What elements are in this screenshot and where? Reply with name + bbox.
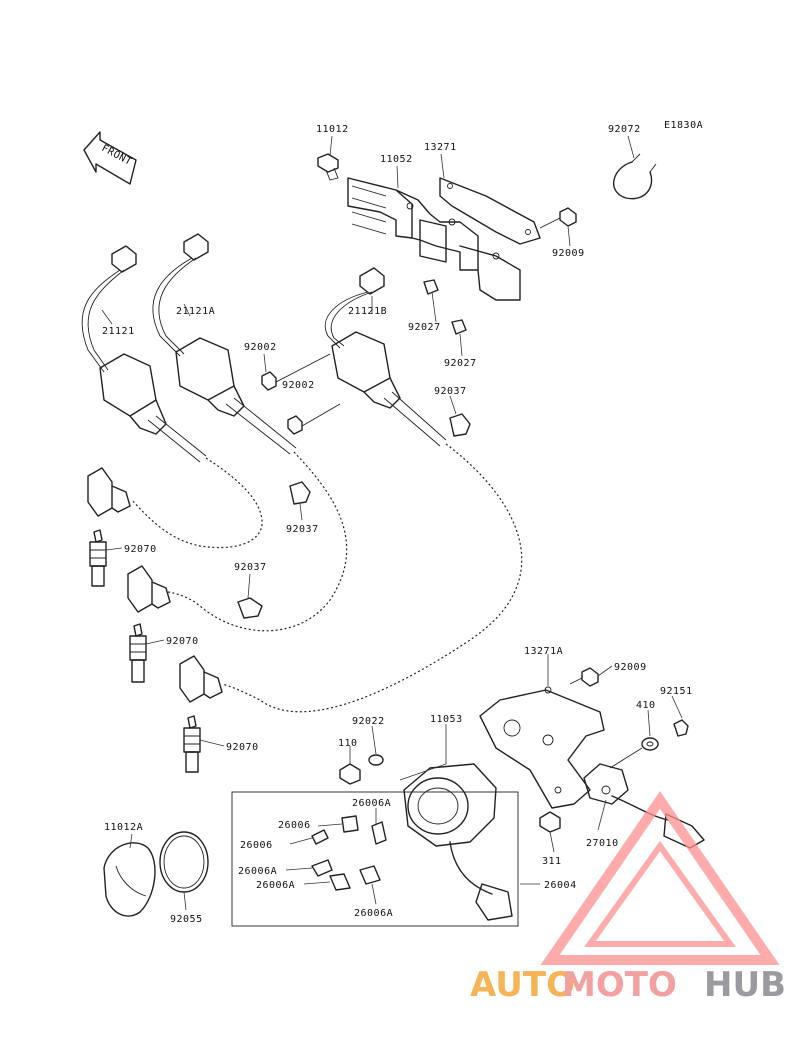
parts-box-26004	[231, 791, 519, 927]
front-label: FRONT	[100, 143, 134, 168]
label-92037-2: 92037	[286, 524, 319, 535]
label-92027-1: 92027	[408, 322, 441, 333]
label-27010: 27010	[586, 838, 619, 849]
label-13271: 13271	[424, 142, 457, 153]
label-92002-1: 92002	[244, 342, 277, 353]
label-110: 110	[338, 738, 358, 749]
bolt-92009	[539, 207, 577, 229]
collars-92027	[423, 279, 467, 335]
plug-leads	[131, 443, 523, 713]
label-11012: 11012	[316, 124, 349, 135]
bracket-11052	[347, 177, 521, 301]
cover-11012A	[103, 842, 156, 917]
bracket-13271A	[479, 686, 605, 809]
bolt-110	[339, 763, 361, 785]
clip-92072	[612, 153, 657, 200]
label-26006-2: 26006	[240, 840, 273, 851]
label-26004: 26004	[544, 880, 577, 891]
label-92037-1: 92037	[434, 386, 467, 397]
front-arrow-icon: FRONT	[83, 131, 137, 185]
spark-plug-92070-3	[183, 715, 201, 773]
label-26006A-2: 26006A	[238, 866, 277, 877]
label-21121: 21121	[102, 326, 135, 337]
label-26006A-3: 26006A	[256, 880, 295, 891]
label-26006A-1: 26006A	[352, 798, 391, 809]
label-21121B: 21121B	[348, 306, 387, 317]
plug-cap-2	[127, 565, 171, 613]
watermark-text-auto: AUTO	[470, 965, 575, 1005]
label-92070-1: 92070	[124, 544, 157, 555]
ignition-coil-21121A	[152, 233, 297, 455]
washer-92022	[368, 754, 384, 766]
washer-410	[609, 737, 659, 769]
label-410: 410	[636, 700, 656, 711]
watermark-logo: AUTO MOTO HUB	[470, 791, 786, 1005]
screw-92151	[673, 719, 689, 737]
plate-13271	[439, 177, 541, 245]
label-92002-2: 92002	[282, 380, 315, 391]
label-92055: 92055	[170, 914, 203, 925]
plug-cap-1	[87, 467, 131, 517]
watermark-text-hub: HUB	[704, 965, 786, 1005]
label-92009-lower: 92009	[614, 662, 647, 673]
label-92072: 92072	[608, 124, 641, 135]
terminals-26006	[311, 815, 387, 891]
label-11052: 11052	[380, 154, 413, 165]
ignition-coil-21121	[81, 245, 207, 463]
label-21121A: 21121A	[176, 306, 215, 317]
label-92151: 92151	[660, 686, 693, 697]
watermark-text-moto: MOTO	[562, 965, 677, 1005]
label-92027-2: 92027	[444, 358, 477, 369]
leader-lines	[101, 135, 683, 911]
label-26006-1: 26006	[278, 820, 311, 831]
ignition-coil-21121B	[324, 267, 447, 447]
spark-plug-92070-2	[129, 623, 147, 683]
pickup-11053	[403, 763, 513, 921]
nut-311	[539, 811, 561, 833]
label-311: 311	[542, 856, 562, 867]
label-92037-3: 92037	[234, 562, 267, 573]
oring-92055	[159, 831, 209, 893]
label-92070-3: 92070	[226, 742, 259, 753]
label-92070-2: 92070	[166, 636, 199, 647]
plug-cap-3	[179, 655, 223, 703]
clamps-92037	[237, 413, 471, 619]
bolt-92009-lower	[569, 667, 599, 687]
label-26006A-4: 26006A	[354, 908, 393, 919]
diagram-code: E1830A	[664, 120, 703, 131]
bolt-11012	[317, 153, 339, 181]
label-92022: 92022	[352, 716, 385, 727]
spark-plug-92070-1	[89, 529, 107, 587]
sensor-27010	[583, 763, 705, 849]
label-13271A: 13271A	[524, 646, 563, 657]
label-92009-upper: 92009	[552, 248, 585, 259]
bolts-92002	[261, 353, 341, 435]
label-11053: 11053	[430, 714, 463, 725]
label-11012A: 11012A	[104, 822, 143, 833]
